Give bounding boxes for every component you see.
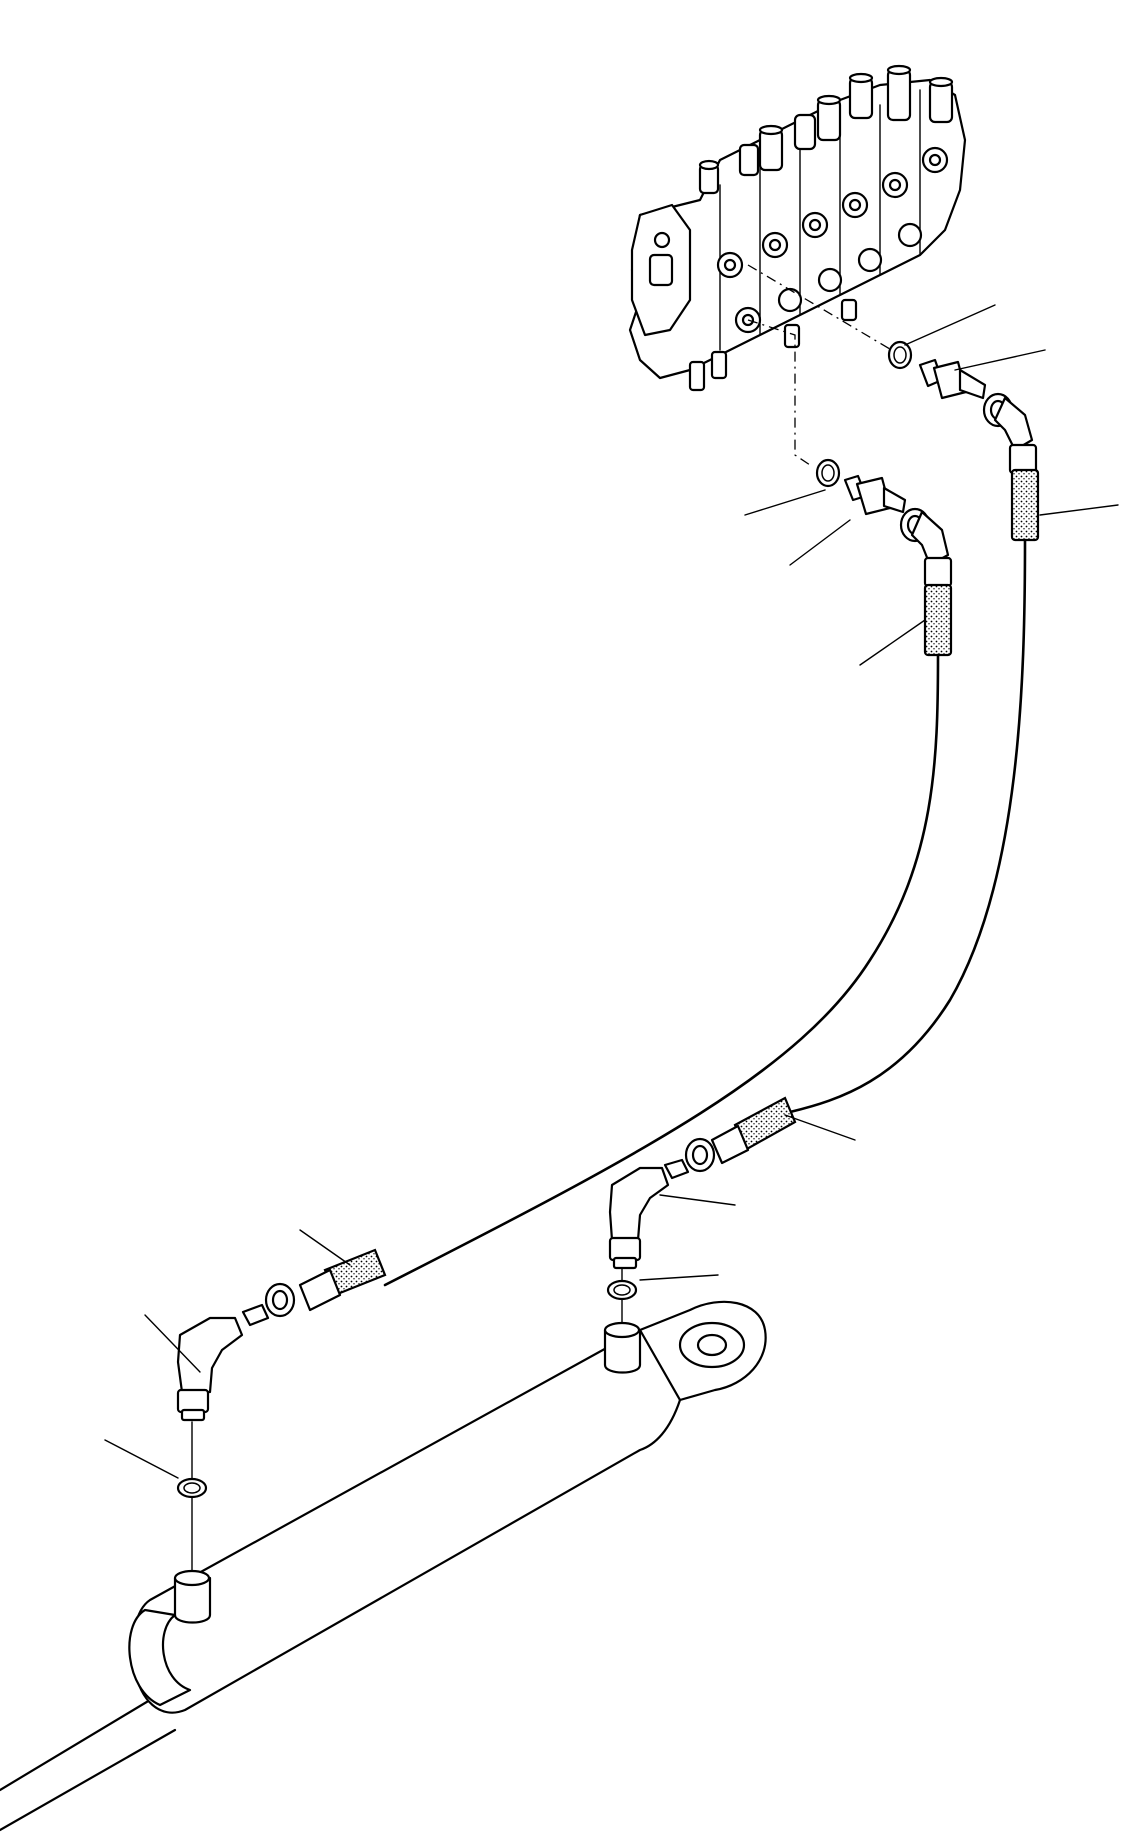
callout-leader <box>639 1274 719 1281</box>
callout-leader <box>144 1314 201 1373</box>
callout-leader <box>1039 504 1119 516</box>
control-valve-icon <box>628 64 967 392</box>
callout-leaders <box>104 304 1119 1479</box>
callout-leader <box>789 519 851 566</box>
hose-sleeve-icon <box>1010 468 1040 542</box>
hose-end-fitting-icon <box>684 1096 797 1173</box>
hydraulic-hose-icon <box>383 653 940 1287</box>
o-ring-icon <box>815 458 841 488</box>
elbow-fitting-icon <box>982 392 1038 475</box>
callout-leader <box>784 1114 856 1141</box>
callout-leader <box>904 304 996 346</box>
callout-leader <box>954 349 1046 371</box>
callout-leader <box>104 1439 179 1479</box>
elbow-fitting-icon <box>608 1158 690 1270</box>
hydraulic-hose-icon <box>788 538 1027 1114</box>
hydraulic-cylinder-icon <box>0 1300 767 1832</box>
hose-sleeve-icon <box>923 583 953 657</box>
callout-leader <box>299 1229 351 1266</box>
adapter-fitting-icon <box>918 358 987 400</box>
hose-end-fitting-icon <box>264 1248 387 1318</box>
elbow-fitting-icon <box>176 1303 270 1422</box>
callout-leader <box>659 1194 736 1206</box>
callout-leader <box>744 489 826 516</box>
centerline-upper <box>747 264 901 356</box>
elbow-fitting-icon <box>899 507 953 588</box>
centerline-lower <box>747 319 811 466</box>
o-ring-icon <box>606 1279 638 1301</box>
o-ring-icon <box>176 1477 208 1499</box>
callout-leader <box>859 619 926 666</box>
o-ring-icon <box>887 340 913 370</box>
adapter-fitting-icon <box>843 474 907 516</box>
